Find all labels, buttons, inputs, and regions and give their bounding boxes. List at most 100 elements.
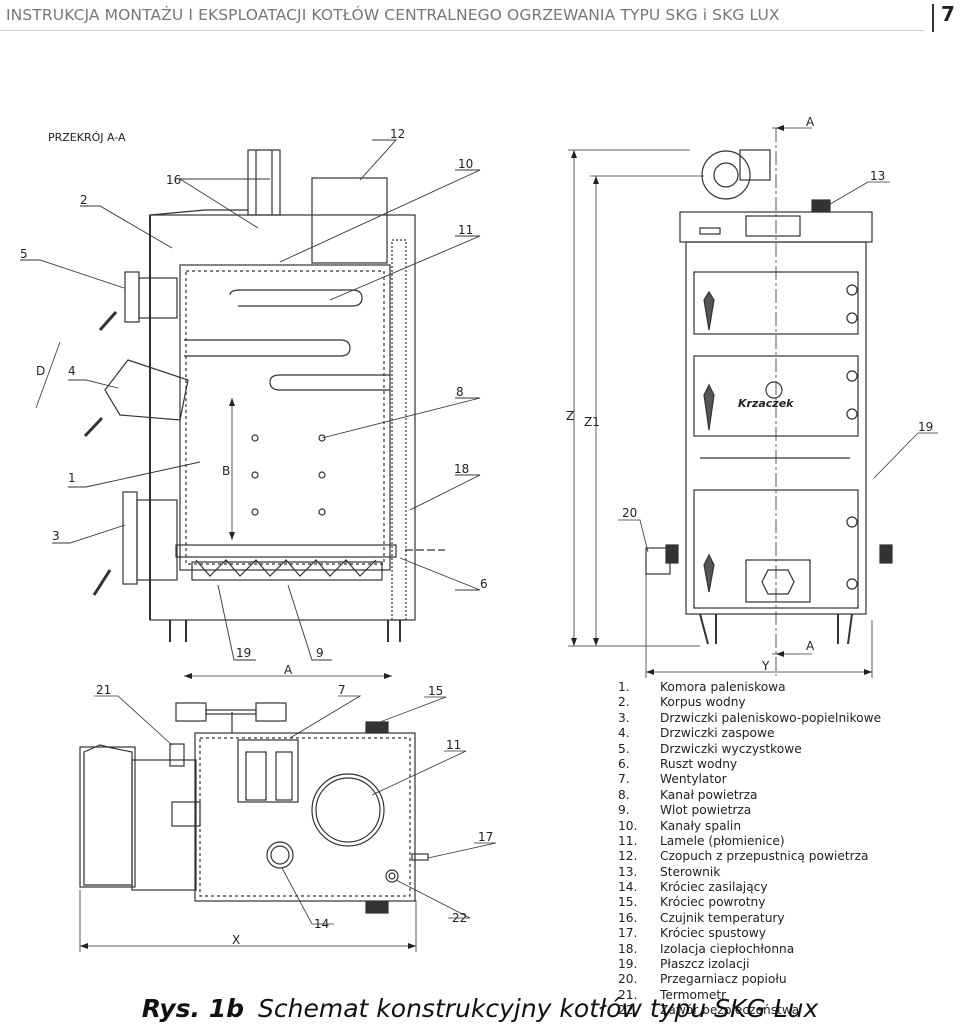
legend-item: 12.Czopuch z przepustnicą powietrza (618, 849, 938, 864)
callout-7: 7 (338, 683, 346, 697)
legend-number: 18. (618, 941, 638, 956)
legend-number: 2. (618, 695, 630, 710)
callout-11: 11 (458, 223, 473, 237)
callout-8: 8 (456, 385, 464, 399)
legend-number: 15. (618, 895, 638, 910)
legend-number: 14. (618, 880, 638, 895)
legend-text: Zawór bezpieczeństwa (660, 1003, 800, 1018)
legend-number: 20. (618, 972, 638, 987)
callout-13: 13 (870, 169, 885, 183)
callout-16: 16 (166, 173, 181, 187)
legend-text: Drzwiczki zaspowe (660, 726, 775, 741)
dimension-b: B (222, 464, 230, 478)
brand-logo: Krzaczek (738, 397, 794, 410)
legend-item: 4. Drzwiczki zaspowe (618, 726, 938, 741)
legend-number: 17. (618, 926, 638, 941)
parts-legend: 1. Komora paleniskowa 2. Korpus wodny 3. Dr… (618, 680, 938, 1019)
callout-2: 2 (80, 193, 88, 207)
section-marker-top: A (806, 115, 815, 129)
document-title: INSTRUKCJA MONTAŻU I EKSPLOATACJI KOTŁÓW… (6, 6, 780, 24)
callout-6: 6 (480, 577, 488, 591)
legend-item: 18. Izolacja ciepłochłonna (618, 942, 938, 957)
dimension-z1: Z1 (584, 415, 600, 429)
legend-number: 8. (618, 787, 630, 802)
legend-text: Izolacja ciepłochłonna (660, 941, 795, 956)
header-rule (0, 30, 925, 31)
callout-5: 5 (20, 247, 28, 261)
legend-item: 6. Ruszt wodny (618, 757, 938, 772)
legend-text: Korpus wodny (660, 695, 746, 710)
legend-item: 21. Termometr (618, 988, 938, 1003)
legend-number: 5. (618, 741, 630, 756)
legend-text: Króciec spustowy (660, 926, 766, 941)
figure-title: Schemat konstrukcyjny kotłów typu SKG Lu… (258, 994, 819, 1023)
callout-3: 3 (52, 529, 60, 543)
legend-text: Sterownik (660, 864, 721, 879)
legend-number: 9. (618, 803, 630, 818)
front-view (645, 127, 893, 676)
legend-text: Wlot powietrza (660, 803, 752, 818)
dimension-x: X (232, 933, 240, 947)
legend-text: Wentylator (660, 772, 727, 787)
legend-number: 16. (618, 910, 638, 925)
legend-number: 13. (618, 864, 638, 879)
legend-item: 15. Króciec powrotny (618, 895, 938, 910)
page-number-divider (932, 4, 934, 32)
legend-number: 3. (618, 710, 630, 725)
legend-item: 2. Korpus wodny (618, 695, 938, 710)
callout-19-section: 19 (236, 646, 251, 660)
legend-item: 10.Kanały spalin (618, 819, 938, 834)
callout-21: 21 (96, 683, 111, 697)
legend-number: 19. (618, 957, 638, 972)
legend-text: Kanał powietrza (660, 787, 758, 802)
legend-number: 21. (618, 987, 638, 1002)
legend-text: Płaszcz izolacji (660, 957, 750, 972)
legend-text: Ruszt wodny (660, 756, 738, 771)
top-view (79, 702, 429, 914)
legend-text: Króciec powrotny (660, 895, 766, 910)
legend-text: Komora paleniskowa (660, 680, 786, 694)
callout-1: 1 (68, 471, 76, 485)
callout-11-top: 11 (446, 738, 461, 752)
legend-item: 5. Drzwiczki wyczystkowe (618, 742, 938, 757)
legend-text: Kanały spalin (660, 818, 742, 833)
callout-15: 15 (428, 684, 443, 698)
legend-item: 9. Wlot powietrza (618, 803, 938, 818)
legend-text: Czujnik temperatury (660, 910, 785, 925)
callout-19-front: 19 (918, 420, 933, 434)
legend-text: Króciec zasilający (660, 880, 768, 895)
dimension-y: Y (761, 659, 770, 673)
callout-20: 20 (622, 506, 637, 520)
legend-text: Drzwiczki wyczystkowe (660, 741, 802, 756)
dimension-a: A (284, 663, 293, 677)
callout-22: 22 (452, 911, 467, 925)
callout-12: 12 (390, 127, 405, 141)
legend-text: Drzwiczki paleniskowo-popielnikowe (660, 710, 882, 725)
legend-item: 13. Sterownik (618, 865, 938, 880)
legend-item: 16. Czujnik temperatury (618, 911, 938, 926)
callout-18: 18 (454, 462, 469, 476)
figure-number: Rys. 1b (141, 994, 245, 1023)
legend-number: 22. (618, 1003, 638, 1018)
legend-number: 7. (618, 772, 630, 787)
dimension-d: D (36, 364, 45, 378)
legend-number: 11. (618, 833, 638, 848)
callout-10: 10 (458, 157, 473, 171)
legend-item: 8. Kanał powietrza (618, 788, 938, 803)
legend-item: 19. Płaszcz izolacji (618, 957, 938, 972)
legend-number: 1. (618, 680, 630, 694)
dimension-z: Z (566, 409, 574, 423)
legend-number: 12. (618, 849, 638, 864)
legend-item: 14. Króciec zasilający (618, 880, 938, 895)
legend-item: 20. Przegarniacz popiołu (618, 972, 938, 987)
legend-number: 6. (618, 756, 630, 771)
page-number: 7 (941, 2, 955, 26)
legend-number: 4. (618, 726, 630, 741)
legend-text: Termometr (660, 987, 727, 1002)
callout-9: 9 (316, 646, 324, 660)
legend-item: 17. Króciec spustowy (618, 926, 938, 941)
section-label: PRZEKRÓJ A-A (48, 131, 126, 144)
legend-text: Przegarniacz popiołu (660, 972, 787, 987)
legend-item: 1. Komora paleniskowa (618, 680, 938, 695)
technical-drawing: PRZEKRÓJ A-A Krzaczek 16 2 5 4 1 3 12 10… (20, 115, 938, 952)
